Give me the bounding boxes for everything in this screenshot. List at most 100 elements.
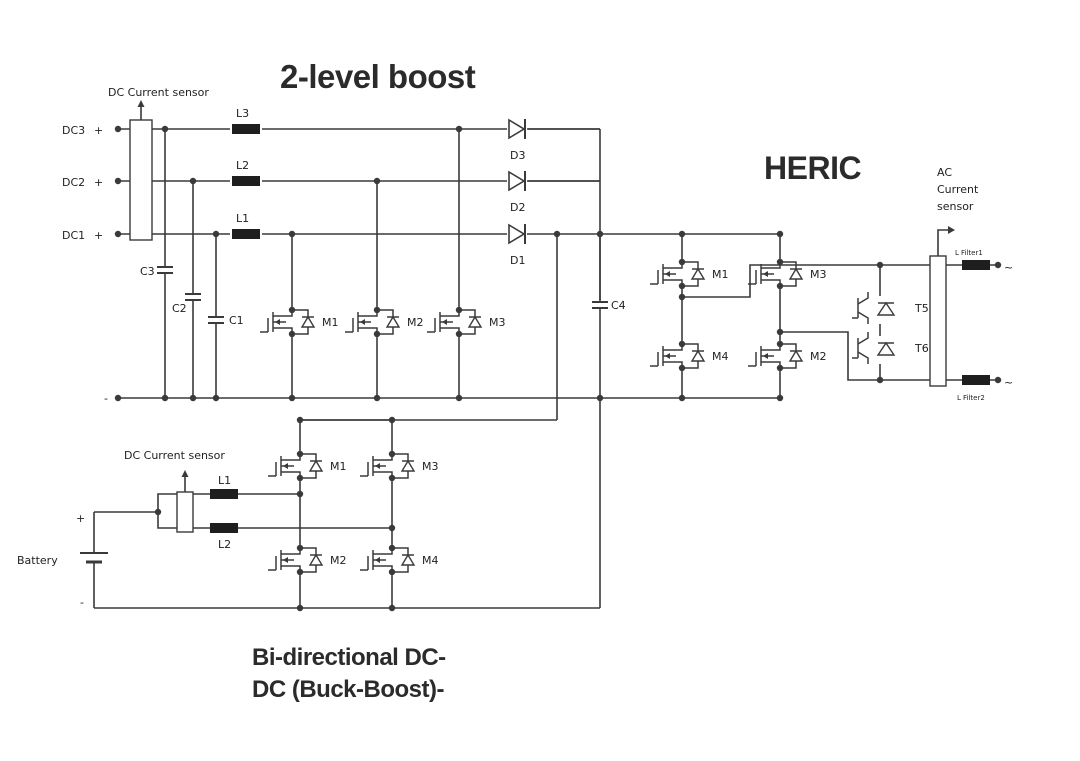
junction-dot xyxy=(288,306,296,314)
junction-dot xyxy=(678,340,686,348)
junction-dot xyxy=(288,330,296,338)
inductor-label-l1: L1 xyxy=(236,212,249,225)
capacitor-label-c3: C3 xyxy=(140,265,155,278)
inverter-switch-m1 xyxy=(650,258,706,290)
arrow-head xyxy=(181,470,189,477)
boost-switch-m2 xyxy=(345,306,401,338)
heric-switch-t6 xyxy=(852,332,896,364)
lfilter1-subscript: Filter1 xyxy=(961,249,983,257)
battery-minus: - xyxy=(80,596,84,609)
ac-output-1: ~ xyxy=(1004,261,1013,274)
lfilter2-label: L xyxy=(957,394,961,402)
inverter-switch-m2 xyxy=(748,340,804,372)
terminal-label-dc3: DC3 xyxy=(62,124,85,137)
inductor-label-l3: L3 xyxy=(236,107,249,120)
junction-dot xyxy=(596,394,604,402)
diode-d1 xyxy=(507,223,527,245)
lfilter1-label: L xyxy=(955,249,959,257)
inductor-l1 xyxy=(232,229,260,239)
junction-dot xyxy=(876,261,884,269)
junction-dot xyxy=(994,376,1002,384)
boost-switch-m1 xyxy=(260,306,316,338)
terminal-label-dc1: DC1 xyxy=(62,229,85,242)
capacitor-label-c1: C1 xyxy=(229,314,244,327)
junction-dot xyxy=(455,125,463,133)
capacitor-label-c4: C4 xyxy=(611,299,626,312)
junction-dot xyxy=(876,376,884,384)
boost-switch-label-m2: M2 xyxy=(407,316,424,329)
junction-dot xyxy=(388,568,396,576)
inductor-label-l2: L2 xyxy=(236,159,249,172)
junction-dot xyxy=(373,177,381,185)
battery-label: Battery xyxy=(17,554,58,567)
inductor-l2 xyxy=(232,176,260,186)
junction-dot xyxy=(678,364,686,372)
inverter-switch-label-m3: M3 xyxy=(810,268,827,281)
diode-d2 xyxy=(507,170,527,192)
junction-dot xyxy=(212,394,220,402)
dcdc-inductor-label-l2: L2 xyxy=(218,538,231,551)
capacitor-c4 xyxy=(592,301,608,309)
junction-dot xyxy=(388,524,396,532)
dcdc-phase-1 xyxy=(157,493,300,512)
inverter-switch-label-m1: M1 xyxy=(712,268,729,281)
title-dcdc-line2: DC (Buck-Boost)- xyxy=(252,676,444,703)
junction-dot xyxy=(678,282,686,290)
junction-dot xyxy=(189,394,197,402)
junction-dot xyxy=(776,340,784,348)
capacitor-c1 xyxy=(208,316,224,324)
output-filter-inductor-2 xyxy=(962,375,990,385)
dcdc-switch-label-m4: M4 xyxy=(422,554,439,567)
junction-dot xyxy=(776,282,784,290)
junction-dot xyxy=(212,230,220,238)
dcdc-switch-label-m2: M2 xyxy=(330,554,347,567)
title-heric: HERIC xyxy=(764,150,862,186)
junction-dot xyxy=(154,508,162,516)
battery-plus: + xyxy=(76,512,85,525)
output-filter-inductor-1 xyxy=(962,260,990,270)
boost-switch-m3 xyxy=(427,306,483,338)
terminal-label-dc2: DC2 xyxy=(62,176,85,189)
junction-dot xyxy=(161,394,169,402)
junction-dot xyxy=(296,568,304,576)
heric-switch-label-t6: T6 xyxy=(914,342,929,355)
inductor-l3 xyxy=(232,124,260,134)
junction-dot xyxy=(776,230,784,238)
junction-dot xyxy=(455,306,463,314)
junction-dot xyxy=(388,544,396,552)
dcdc-switch-m1 xyxy=(268,450,324,482)
dcdc-switch-m2 xyxy=(268,544,324,576)
diode-label-d2: D2 xyxy=(510,201,525,214)
inverter-switch-label-m4: M4 xyxy=(712,350,729,363)
dc-current-sensor-bottom xyxy=(176,491,194,533)
junction-dot xyxy=(994,261,1002,269)
junction-dot xyxy=(388,604,396,612)
dcdc-switch-label-m3: M3 xyxy=(422,460,439,473)
junction-dot xyxy=(296,490,304,498)
junction-dot xyxy=(388,416,396,424)
title-2-level-boost: 2-level boost xyxy=(280,58,476,95)
dcdc-switch-m3 xyxy=(360,450,416,482)
dcdc-phase-2 xyxy=(157,512,392,529)
dc-current-sensor-top xyxy=(129,119,153,241)
arrow-head xyxy=(137,100,145,107)
inverter-switch-m4 xyxy=(650,340,706,372)
ac-current-sensor-label-1: AC xyxy=(937,166,952,179)
heric-switch-t5 xyxy=(852,292,896,324)
junction-dot xyxy=(388,450,396,458)
ac-output-2: ~ xyxy=(1004,376,1013,389)
junction-dot xyxy=(596,230,604,238)
junction-dot xyxy=(114,394,122,402)
junction-dot xyxy=(296,544,304,552)
junction-dot xyxy=(776,394,784,402)
junction-dot xyxy=(161,125,169,133)
ac-current-sensor-label-3: sensor xyxy=(937,200,974,213)
junction-dot xyxy=(373,394,381,402)
junction-dot xyxy=(373,306,381,314)
junction-dot xyxy=(296,474,304,482)
capacitor-label-c2: C2 xyxy=(172,302,187,315)
ac-current-sensor xyxy=(929,255,947,387)
ac-current-sensor-label-2: Current xyxy=(937,183,979,196)
title-bidirectional-dcdc: Bi-directional DC- DC (Buck-Boost)- xyxy=(252,642,492,706)
boost-switch-label-m1: M1 xyxy=(322,316,339,329)
